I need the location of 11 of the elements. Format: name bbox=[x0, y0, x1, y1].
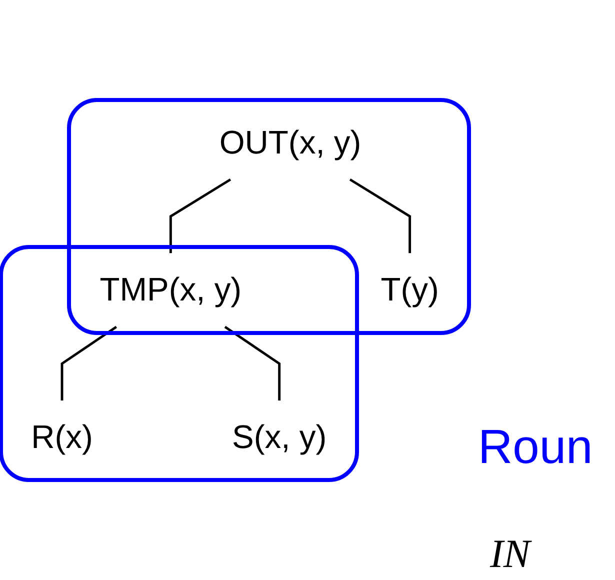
node-text: S(x, y) bbox=[232, 419, 327, 456]
heading-text: Roun bbox=[478, 420, 593, 475]
connector bbox=[349, 178, 412, 254]
node-text: R(x) bbox=[31, 419, 93, 456]
math-text: IN bbox=[490, 530, 530, 577]
node-text: TMP(x, y) bbox=[100, 272, 242, 308]
connector bbox=[60, 326, 118, 400]
node-text: T(y) bbox=[380, 272, 439, 308]
connector bbox=[224, 326, 281, 400]
connector bbox=[169, 178, 232, 254]
node-text: OUT(x, y) bbox=[219, 124, 362, 161]
